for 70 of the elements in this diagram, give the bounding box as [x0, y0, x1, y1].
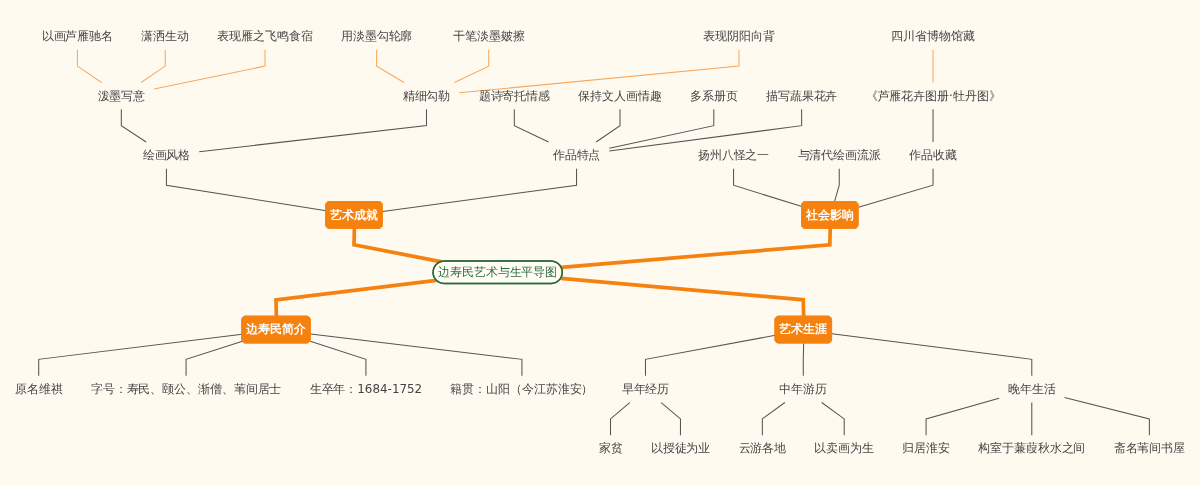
node-text: 绘画风格	[142, 147, 191, 163]
connector	[198, 108, 427, 153]
node-text: 精细勾勒	[402, 88, 451, 103]
node-text: 用淡墨勾轮廓	[340, 28, 413, 44]
node-text: 字号：寿民、颐公、渐僧、苇间居士	[90, 381, 282, 396]
node-text: 表现雁之飞鸣食宿	[217, 28, 313, 44]
connector	[821, 402, 845, 436]
connector	[153, 49, 266, 90]
node-text: 作品收藏	[909, 147, 957, 163]
connector	[932, 49, 934, 83]
connector	[310, 333, 523, 377]
node-text: 与清代绘画流派	[797, 147, 881, 163]
connector	[831, 333, 1033, 377]
node-text: 表现阴阳向背	[703, 28, 775, 44]
node-text: 原名维祺	[14, 381, 63, 396]
connector	[733, 168, 803, 208]
connector	[274, 278, 437, 317]
connector	[761, 402, 786, 436]
connector	[560, 276, 806, 317]
connector	[610, 402, 631, 436]
node-text: 生卒年：1684-1752	[309, 381, 423, 396]
connector	[120, 108, 147, 143]
connector	[165, 168, 327, 212]
connector	[76, 49, 103, 83]
node-text: 《芦雁花卉图册·牡丹图》	[865, 88, 1001, 103]
connector	[513, 108, 550, 143]
connector	[660, 402, 681, 436]
connector	[608, 108, 803, 152]
connector	[454, 49, 490, 83]
connector	[140, 49, 166, 83]
node-text: 描写蔬果花卉	[765, 88, 838, 103]
connector	[833, 168, 840, 203]
connector	[382, 168, 578, 213]
node-text: 归居淮安	[902, 441, 950, 456]
node-text: 斋名苇间书屋	[1113, 441, 1186, 456]
node-text: 保持文人画情趣	[578, 88, 662, 103]
connector	[376, 49, 405, 83]
connector	[644, 334, 776, 377]
connector	[802, 342, 805, 377]
node-text: 干笔淡墨皴擦	[453, 28, 525, 44]
connector	[352, 228, 443, 264]
connector	[458, 49, 740, 94]
node-text: 构室于蒹葭秋水之间	[978, 441, 1086, 456]
connector	[561, 228, 833, 270]
connector	[857, 168, 934, 208]
connector	[925, 397, 1000, 436]
node-text: 扬州八怪之一	[697, 147, 770, 163]
node-text: 四川省博物馆藏	[891, 28, 975, 44]
node-text: 多系册页	[689, 88, 738, 103]
node-text: 潇洒生动	[141, 28, 190, 44]
node-text: 以卖画为生	[814, 441, 874, 456]
node-text: 泼墨写意	[97, 88, 146, 103]
node-text: 云游各地	[738, 441, 787, 456]
node-text: 早年经历	[621, 381, 670, 396]
connector	[1064, 396, 1150, 436]
connector	[608, 108, 715, 149]
node-text: 家贫	[598, 441, 623, 456]
node-text: 中年游历	[779, 381, 828, 396]
node-text: 题诗寄托情感	[478, 88, 551, 103]
node-text: 以授徒为业	[650, 441, 711, 456]
connector	[1031, 402, 1033, 436]
connector	[932, 108, 934, 143]
node-text: 晚年生活	[1007, 381, 1056, 396]
connector	[38, 333, 243, 377]
node-text: 作品特点	[552, 147, 601, 163]
node-text: 以画芦雁驰名	[41, 28, 114, 44]
connector	[595, 108, 621, 143]
connector	[309, 340, 367, 377]
connector	[185, 340, 243, 377]
node-text: 籍贯：山阳（今江苏淮安）	[450, 381, 594, 396]
